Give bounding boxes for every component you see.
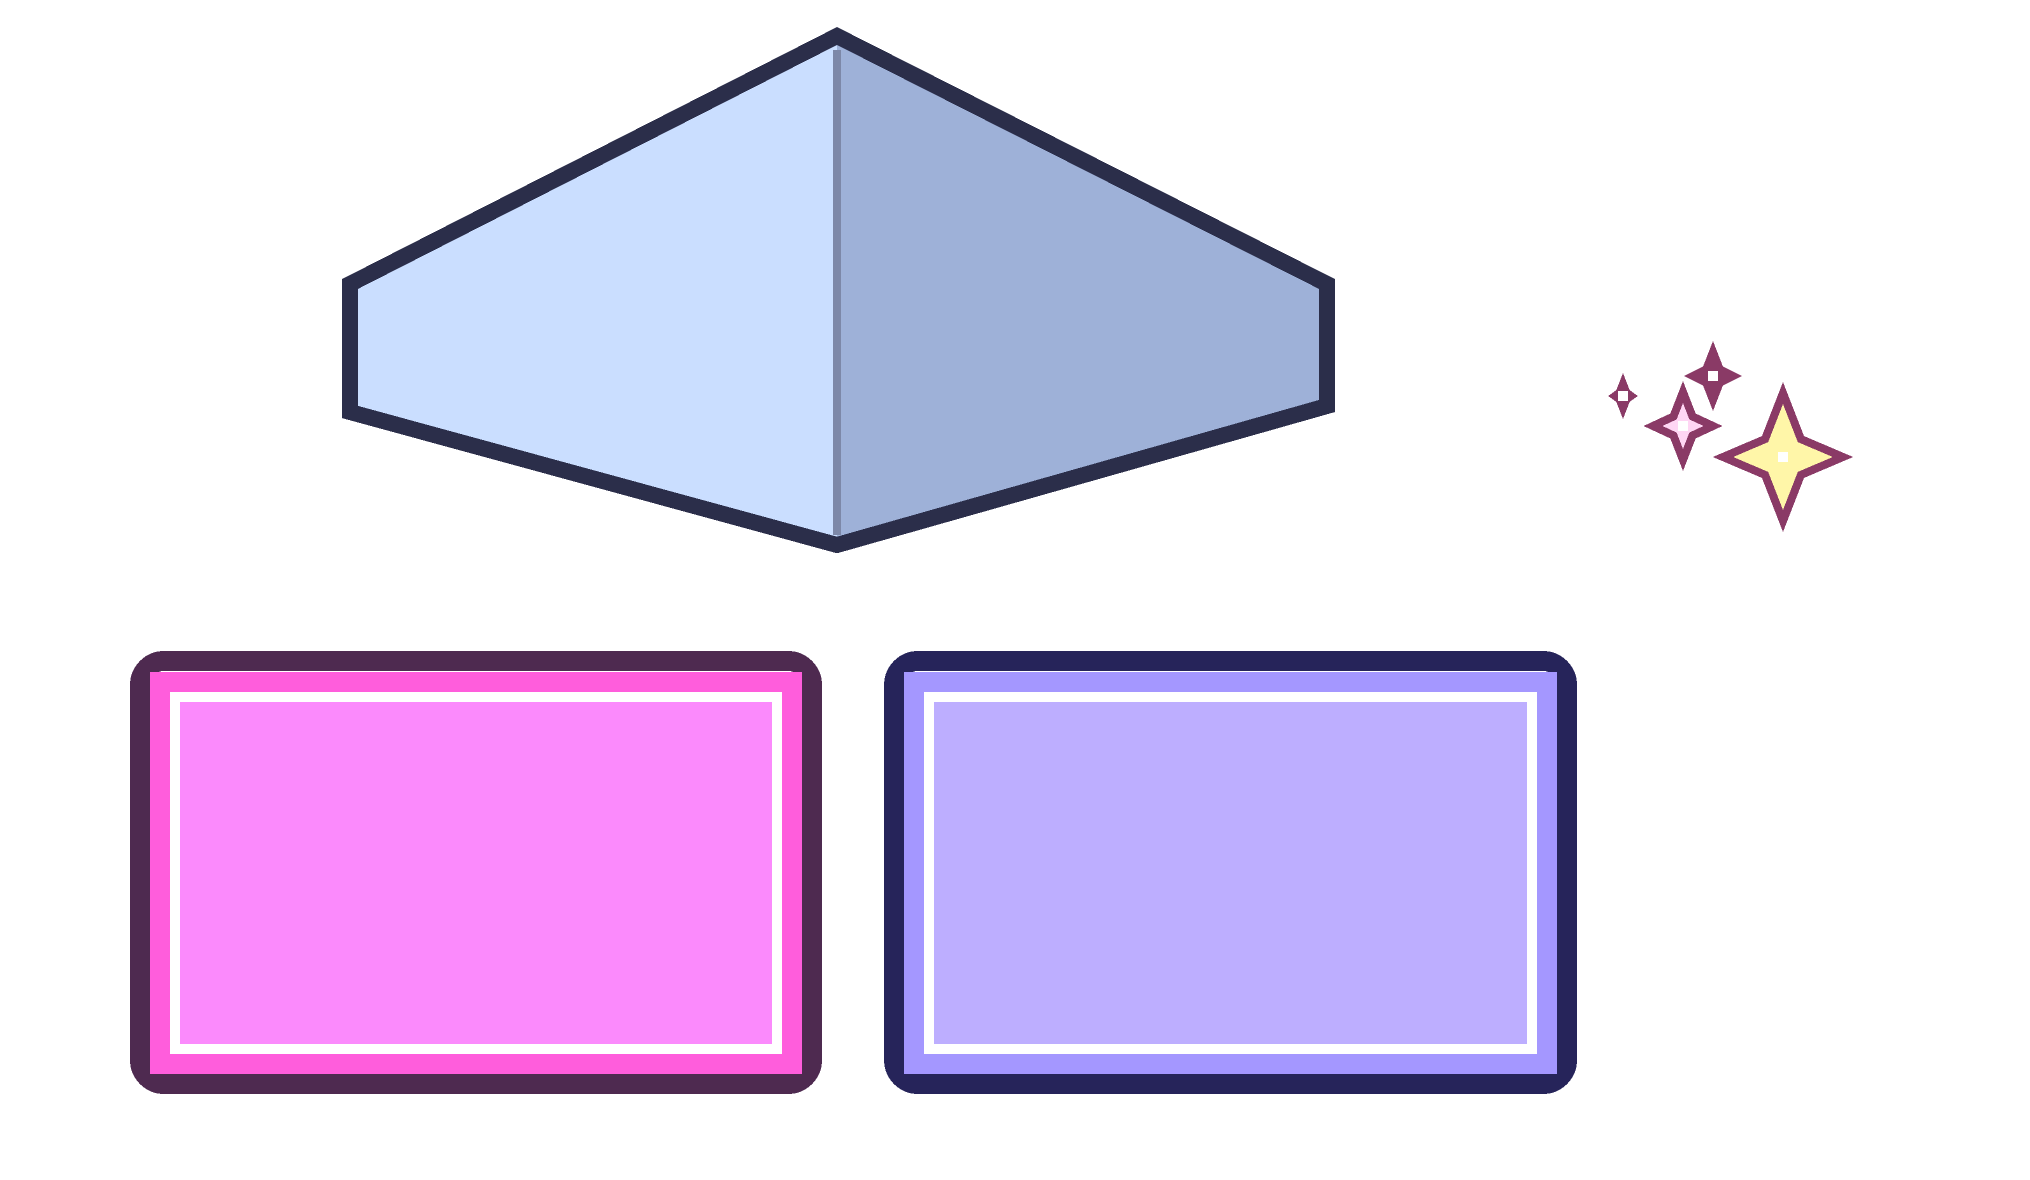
sparkle-tiny-icon-core — [1618, 391, 1628, 401]
sparkle-medium-icon-core — [1678, 421, 1688, 431]
pink-panel-outline — [130, 651, 822, 1094]
gem-outline — [342, 27, 1335, 554]
purple-panel-outline — [884, 651, 1577, 1094]
purple-panel-inner-border — [904, 672, 1557, 1074]
pink-panel-fill — [180, 702, 772, 1044]
purple-panel — [884, 651, 1577, 1094]
pink-panel-inner-border — [150, 672, 802, 1074]
sparkle-small-icon-core — [1708, 371, 1718, 381]
gem-sprite — [342, 27, 1335, 554]
purple-panel-fill — [934, 702, 1527, 1044]
sparkle-large-icon-core — [1778, 452, 1788, 462]
gem-left-face — [350, 36, 837, 545]
sparkles — [1608, 340, 1854, 533]
pink-panel — [130, 651, 822, 1094]
gem-right-face — [837, 36, 1327, 545]
